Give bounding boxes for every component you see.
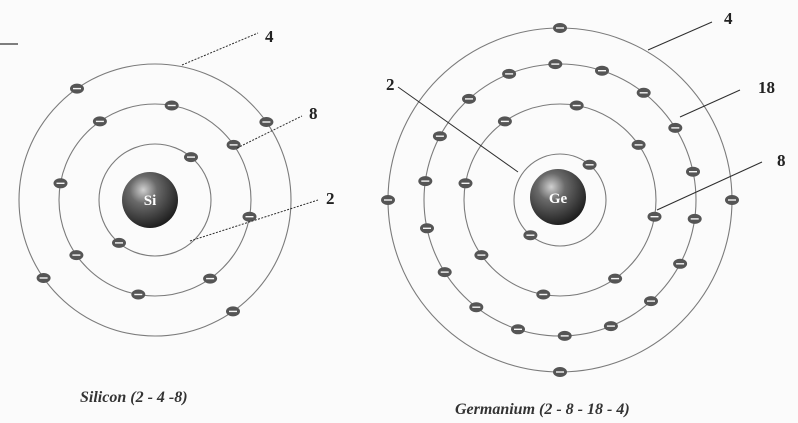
germanium-nucleus: Ge xyxy=(530,169,586,225)
electron-icon xyxy=(243,212,257,222)
electron-icon xyxy=(558,331,572,341)
germanium-second-shell-label: 8 xyxy=(777,151,786,170)
electron-icon xyxy=(469,302,483,312)
germanium-third-shell-label: 18 xyxy=(758,78,775,97)
silicon-second-shell-label: 8 xyxy=(309,104,318,123)
germanium-symbol: Ge xyxy=(549,191,568,207)
germanium-leader-8 xyxy=(657,162,762,210)
electron-icon xyxy=(523,230,537,240)
electron-icon xyxy=(93,116,107,126)
germanium-first-shell-label: 2 xyxy=(386,75,395,94)
electron-icon xyxy=(570,101,584,111)
silicon-nucleus: Si xyxy=(122,172,178,228)
electron-icon xyxy=(69,250,83,260)
electron-icon xyxy=(536,290,550,300)
silicon-atom: Si 4 8 2 Silicon (2 - 4 -8) xyxy=(19,27,335,406)
electron-icon xyxy=(688,214,702,224)
electron-icon xyxy=(37,273,51,283)
electron-icon xyxy=(583,160,597,170)
electron-icon xyxy=(632,140,646,150)
electron-icon xyxy=(553,23,567,33)
electron-icon xyxy=(644,296,658,306)
electron-icon xyxy=(433,131,447,141)
germanium-leader-4 xyxy=(648,22,712,50)
electron-icon xyxy=(203,274,217,284)
germanium-leader-18 xyxy=(680,90,740,117)
electron-icon xyxy=(381,195,395,205)
electron-icon xyxy=(459,178,473,188)
electron-icon xyxy=(70,84,84,94)
electron-icon xyxy=(595,66,609,76)
silicon-symbol: Si xyxy=(144,193,157,209)
electron-icon xyxy=(553,367,567,377)
germanium-caption: Germanium (2 - 8 - 18 - 4) xyxy=(455,401,630,418)
electron-icon xyxy=(498,116,512,126)
electron-icon xyxy=(438,267,452,277)
electron-icon xyxy=(418,176,432,186)
silicon-leader-4 xyxy=(182,33,258,65)
electron-icon xyxy=(462,94,476,104)
electron-icon xyxy=(548,59,562,69)
electron-icon xyxy=(184,152,198,162)
germanium-leader-2 xyxy=(398,87,518,172)
electron-icon xyxy=(227,140,241,150)
electron-icon xyxy=(686,167,700,177)
electron-icon xyxy=(165,101,179,111)
electron-icon xyxy=(259,117,273,127)
electron-icon xyxy=(608,274,622,284)
electron-icon xyxy=(604,321,618,331)
electron-icon xyxy=(511,324,525,334)
germanium-atom: Ge 4 18 8 2 Germanium (2 - 8 - 18 - 4) xyxy=(381,9,786,418)
electron-icon xyxy=(668,123,682,133)
electron-icon xyxy=(420,223,434,233)
germanium-valence-label: 4 xyxy=(724,9,733,28)
silicon-valence-label: 4 xyxy=(265,27,274,46)
silicon-caption: Silicon (2 - 4 -8) xyxy=(80,389,188,406)
electron-icon xyxy=(648,212,662,222)
electron-icon xyxy=(226,306,240,316)
electron-icon xyxy=(637,88,651,98)
electron-icon xyxy=(474,250,488,260)
electron-icon xyxy=(673,259,687,269)
silicon-first-shell-label: 2 xyxy=(326,189,335,208)
electron-icon xyxy=(131,290,145,300)
electron-icon xyxy=(112,238,126,248)
electron-icon xyxy=(725,195,739,205)
electron-icon xyxy=(502,69,516,79)
electron-icon xyxy=(54,178,68,188)
